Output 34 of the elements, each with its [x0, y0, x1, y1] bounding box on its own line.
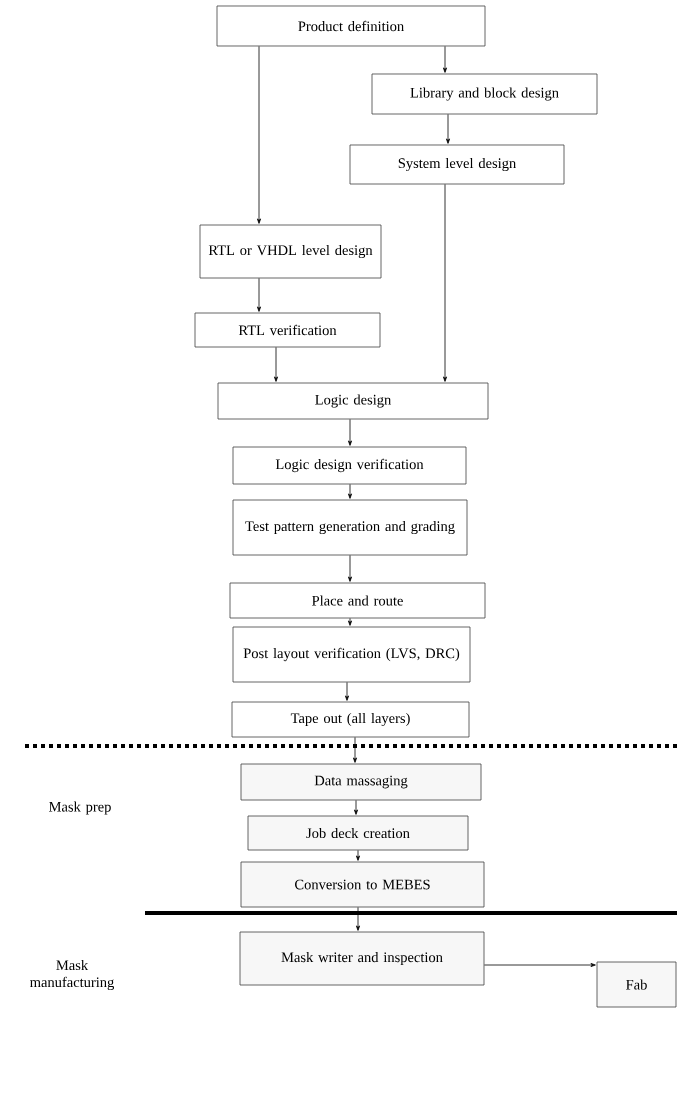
arrow: [443, 46, 447, 73]
arrow: [348, 555, 352, 582]
arrow: [443, 184, 447, 382]
arrow: [345, 682, 349, 701]
arrow: [257, 278, 261, 312]
process-box: RTL verification: [194, 312, 381, 348]
process-box: System level design: [349, 144, 565, 185]
arrow: [446, 114, 450, 144]
process-box: Logic design verification: [232, 446, 467, 485]
arrow: [353, 737, 357, 763]
process-box: RTL or VHDL level design: [199, 224, 382, 279]
arrow: [354, 800, 358, 815]
arrow: [356, 907, 360, 931]
section-label: Mask manufacturing: [30, 959, 114, 991]
process-box: Library and block design: [371, 73, 598, 115]
process-box: Logic design: [217, 382, 489, 420]
arrow: [356, 850, 360, 861]
process-box: Fab: [596, 961, 677, 1008]
arrow: [348, 618, 352, 626]
process-box: Tape out (all layers): [231, 701, 470, 738]
process-box: Job deck creation: [247, 815, 469, 851]
process-box: Test pattern generation and grading: [232, 499, 468, 556]
arrow: [484, 963, 596, 967]
process-box: Data massaging: [240, 763, 482, 801]
process-box: Mask writer and inspection: [239, 931, 485, 986]
arrow: [274, 347, 278, 382]
process-box: Product definition: [216, 5, 486, 47]
process-box: Place and route: [229, 582, 486, 619]
arrow: [348, 484, 352, 499]
arrow: [348, 419, 352, 446]
process-box: Conversion to MEBES: [240, 861, 485, 908]
section-label: Mask prep: [49, 801, 111, 815]
arrow: [257, 46, 261, 224]
process-box: Post layout verification (LVS, DRC): [232, 626, 471, 683]
